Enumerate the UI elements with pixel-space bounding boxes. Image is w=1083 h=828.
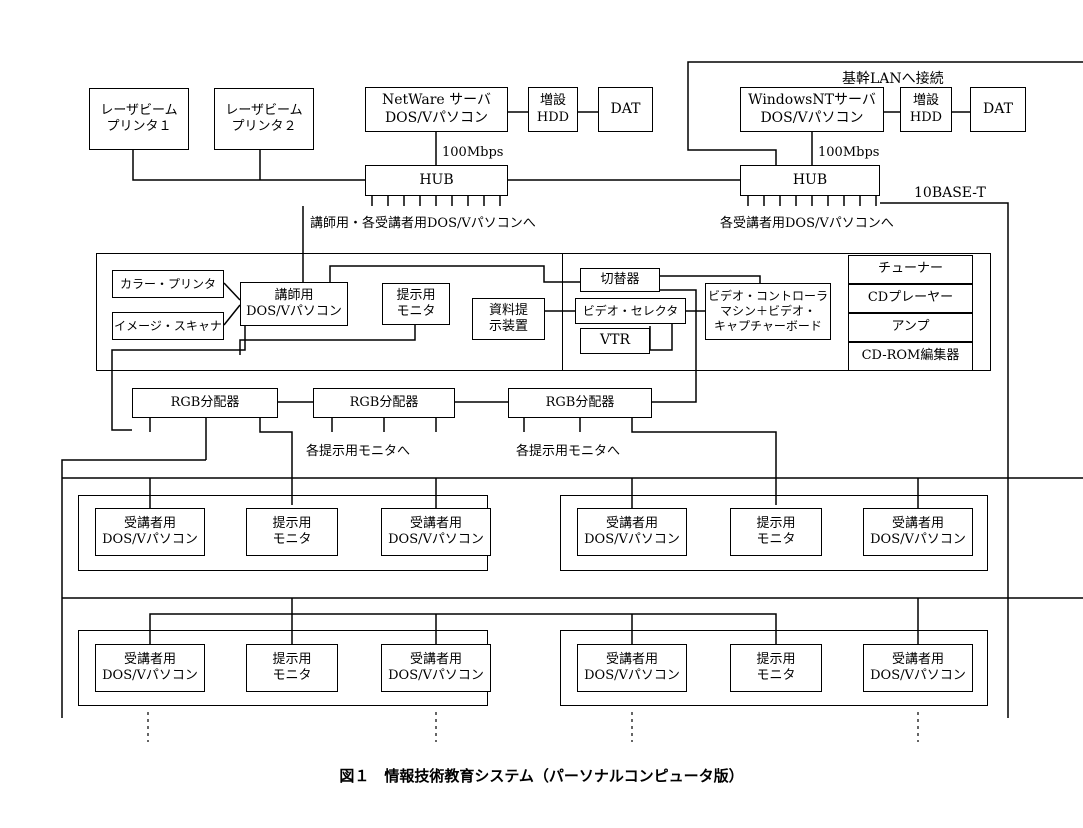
rgb-note-left: 各提示用モニタへ xyxy=(306,444,411,459)
row-monitor: 提示用 モニタ xyxy=(246,508,338,556)
image-scanner: イメージ・スキャナ xyxy=(112,312,224,340)
student-pc: 受講者用 DOS/Vパソコン xyxy=(577,644,687,692)
speed-label-left: 100Mbps xyxy=(442,145,504,160)
av-tuner: チューナー xyxy=(848,255,973,284)
av-cdrom-editor: CD-ROM編集器 xyxy=(848,342,973,371)
laser-printer-1: レーザビーム プリンタ１ xyxy=(89,88,189,150)
hub-right-note: 各受講者用DOS/Vパソコンへ xyxy=(720,216,894,231)
document-presenter: 資料提 示装置 xyxy=(472,298,545,340)
windowsnt-server: WindowsNTサーバ DOS/Vパソコン xyxy=(740,87,884,132)
student-pc: 受講者用 DOS/Vパソコン xyxy=(863,644,973,692)
dat-right: DAT xyxy=(970,87,1026,132)
dat-left: DAT xyxy=(598,87,653,132)
rgb-note-right: 各提示用モニタへ xyxy=(516,444,621,459)
figure-caption: 図１ 情報技術教育システム（パーソナルコンピュータ版） xyxy=(339,767,744,785)
vtr: VTR xyxy=(580,328,650,354)
hdd-right: 増設 HDD xyxy=(900,87,952,132)
rgb-splitter-2: RGB分配器 xyxy=(313,388,455,418)
row-monitor: 提示用 モニタ xyxy=(246,644,338,692)
base-t-label: 10BASE-T xyxy=(914,185,986,201)
hub-left-note: 講師用・各受講者用DOS/Vパソコンへ xyxy=(310,216,536,231)
teacher-pc: 講師用 DOS/Vパソコン xyxy=(240,282,348,326)
hdd-left: 増設 HDD xyxy=(528,87,578,132)
speed-label-right: 100Mbps xyxy=(818,145,880,160)
student-pc: 受講者用 DOS/Vパソコン xyxy=(95,508,205,556)
lan-label: 基幹LANへ接続 xyxy=(842,71,944,87)
hub-left: HUB xyxy=(365,165,508,196)
av-cd-player: CDプレーヤー xyxy=(848,284,973,313)
student-pc: 受講者用 DOS/Vパソコン xyxy=(95,644,205,692)
student-pc: 受講者用 DOS/Vパソコン xyxy=(863,508,973,556)
av-rack-divider xyxy=(562,253,563,371)
video-controller: ビデオ・コントローラ マシン＋ビデオ・ キャプチャーボード xyxy=(705,283,831,340)
student-pc: 受講者用 DOS/Vパソコン xyxy=(577,508,687,556)
av-amplifier: アンプ xyxy=(848,313,973,342)
presentation-monitor: 提示用 モニタ xyxy=(382,283,450,325)
laser-printer-2: レーザビーム プリンタ２ xyxy=(214,88,314,150)
student-pc: 受講者用 DOS/Vパソコン xyxy=(381,508,491,556)
switcher: 切替器 xyxy=(580,268,660,292)
student-group-4 xyxy=(560,630,988,706)
rgb-splitter-3: RGB分配器 xyxy=(508,388,652,418)
color-printer: カラー・プリンタ xyxy=(112,270,224,298)
instructor-area xyxy=(96,253,991,371)
student-pc: 受講者用 DOS/Vパソコン xyxy=(381,644,491,692)
rgb-splitter-1: RGB分配器 xyxy=(132,388,278,418)
netware-server: NetWare サーバ DOS/Vパソコン xyxy=(365,87,508,132)
student-group-2 xyxy=(560,495,988,571)
hub-right: HUB xyxy=(740,165,880,196)
row-monitor: 提示用 モニタ xyxy=(730,644,822,692)
video-selector: ビデオ・セレクタ xyxy=(575,298,686,324)
row-monitor: 提示用 モニタ xyxy=(730,508,822,556)
